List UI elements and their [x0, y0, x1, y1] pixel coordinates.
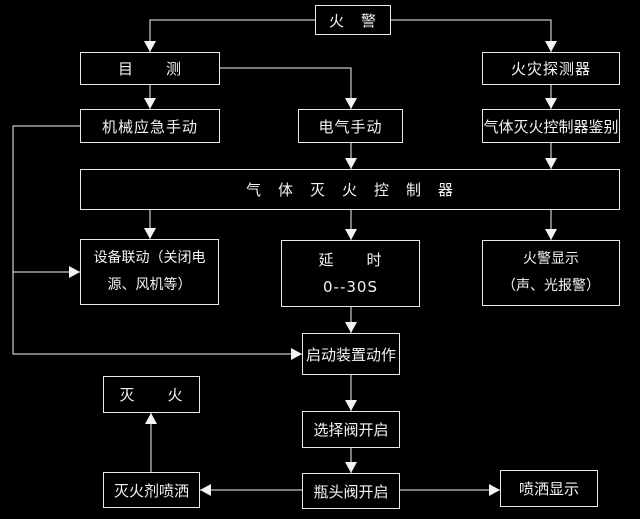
node-selector-valve: 选择阀开启	[302, 411, 400, 448]
node-label: 启动装置动作	[305, 345, 396, 364]
arrow-down-icon	[345, 400, 357, 411]
node-spray-display: 喷洒显示	[500, 470, 598, 507]
node-visual-inspection: 目 测	[80, 52, 220, 85]
arrow-right-icon	[69, 266, 80, 278]
node-label-line2: （声、光报警）	[502, 278, 600, 294]
arrow-right-icon	[291, 348, 302, 360]
arrow-down-icon	[545, 229, 557, 240]
node-mechanical-manual: 机械应急手动	[80, 109, 220, 143]
node-label: 气体灭火控制器鉴别	[483, 117, 619, 136]
arrow-down-icon	[345, 322, 357, 333]
node-fire-alarm: 火 警	[315, 5, 391, 35]
arrow-down-icon	[545, 98, 557, 109]
node-label: 火 警	[328, 11, 377, 30]
node-label: 机械应急手动	[101, 117, 198, 136]
arrow-down-icon	[345, 229, 357, 240]
node-label-line1: 设备联动（关闭电	[93, 250, 206, 266]
arrow-down-icon	[144, 228, 156, 239]
node-label: 目 测	[117, 60, 182, 78]
edge-fire-alarm-to-visual-inspection	[149, 19, 315, 52]
node-gas-controller: 气 体 灭 火 控 制 器	[80, 169, 620, 210]
edge-visual-inspection-to-electrical-manual	[220, 67, 352, 109]
arrow-right-icon	[489, 484, 500, 496]
node-extinguish: 灭 火	[103, 376, 200, 413]
arrow-down-icon	[545, 41, 557, 52]
node-label: 火灾探测器	[510, 60, 591, 78]
arrow-down-icon	[144, 98, 156, 109]
node-label-line2: 源、风机等）	[107, 277, 192, 293]
arrow-left-icon	[200, 484, 211, 496]
node-label: 灭火剂喷洒	[113, 481, 189, 500]
node-label-line1: 火警显示	[523, 251, 579, 267]
node-bottle-valve: 瓶头阀开启	[302, 473, 400, 509]
arrow-down-icon	[345, 98, 357, 109]
node-delay: 延 时 0--30S	[281, 240, 420, 307]
node-fire-detector: 火灾探测器	[482, 52, 620, 85]
arrow-down-icon	[345, 462, 357, 473]
arrow-down-icon	[345, 158, 357, 169]
node-label: 瓶头阀开启	[313, 482, 389, 501]
node-label: 电气手动	[318, 117, 383, 136]
node-equipment-linkage: 设备联动（关闭电 源、风机等）	[80, 239, 219, 305]
node-alarm-display: 火警显示 （声、光报警）	[482, 240, 620, 306]
node-label: 选择阀开启	[313, 421, 389, 439]
node-start-device: 启动装置动作	[302, 333, 400, 375]
node-controller-identify: 气体灭火控制器鉴别	[482, 109, 620, 143]
node-label-line1: 延 时	[318, 250, 383, 269]
node-agent-spray: 灭火剂喷洒	[103, 472, 200, 508]
arrow-down-icon	[144, 41, 156, 52]
node-label: 灭 火	[119, 386, 184, 404]
edge-fire-alarm-to-fire-detector	[391, 19, 552, 52]
node-label: 气 体 灭 火 控 制 器	[245, 181, 454, 199]
node-electrical-manual: 电气手动	[298, 109, 403, 143]
arrow-up-icon	[145, 413, 157, 424]
edge-mechanical-manual-to-start-device	[12, 125, 302, 355]
arrow-down-icon	[545, 158, 557, 169]
node-label: 喷洒显示	[518, 480, 579, 498]
node-label-line2: 0--30S	[323, 277, 378, 296]
